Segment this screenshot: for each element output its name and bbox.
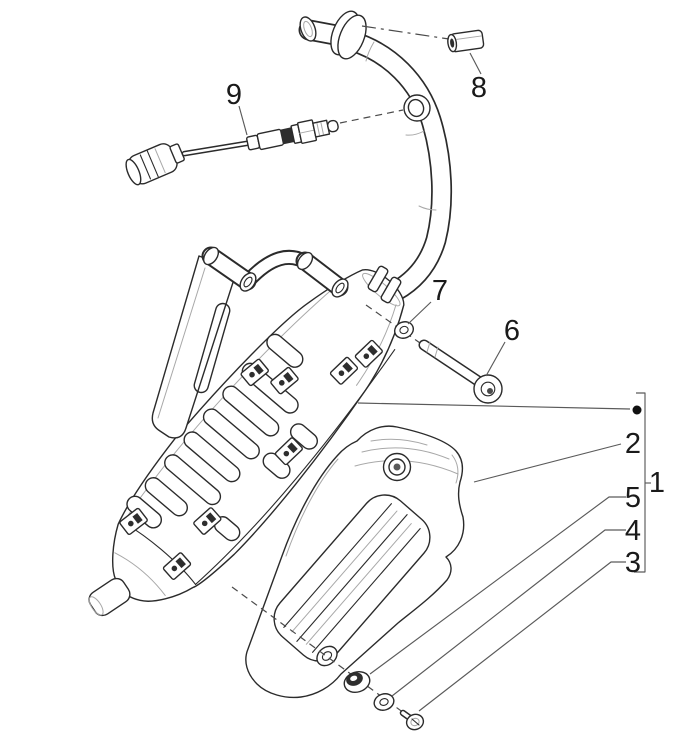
callout-8[interactable]: 8 (471, 72, 487, 104)
lambda-sensor-part-9 (125, 119, 339, 186)
assembly-reference-dot (632, 405, 642, 415)
grommet-part-5 (343, 670, 371, 694)
washer-part-7 (393, 321, 415, 339)
screw-part-3 (399, 709, 425, 731)
pipe-flange (298, 10, 367, 60)
muffler-body (88, 269, 405, 617)
leader-lines (238, 52, 651, 712)
exhaust-pipe (341, 30, 453, 302)
callout-3[interactable]: 3 (625, 547, 641, 579)
callout-5[interactable]: 5 (625, 482, 641, 514)
callout-6[interactable]: 6 (504, 315, 520, 347)
heat-shield-part-2 (245, 425, 465, 699)
callout-labels: 1 2 3 4 5 6 7 8 9 (226, 72, 665, 579)
muffler-tailpipe (88, 577, 131, 617)
heat-shield-eyelet (382, 452, 412, 482)
muffler-clips (119, 339, 383, 580)
washer-part-4 (373, 693, 395, 711)
alignment-line-sensor-to-boss (339, 109, 404, 124)
sensor-boss (403, 94, 431, 122)
spacer-part-8 (447, 29, 485, 53)
callout-9[interactable]: 9 (226, 79, 242, 111)
alignment-line-flange-to-spacer (361, 25, 450, 40)
callout-1[interactable]: 1 (649, 467, 665, 499)
heat-shield-rib-panel (273, 494, 431, 662)
bracket-pin-left (201, 246, 257, 292)
bracket-pin-right (295, 251, 349, 298)
callout-4[interactable]: 4 (625, 515, 641, 547)
callout-2[interactable]: 2 (625, 428, 641, 460)
callout-7[interactable]: 7 (432, 275, 448, 307)
bolt-part-6 (418, 339, 503, 404)
muffler-rib-slots (126, 333, 319, 542)
mounting-bracket (151, 246, 402, 439)
